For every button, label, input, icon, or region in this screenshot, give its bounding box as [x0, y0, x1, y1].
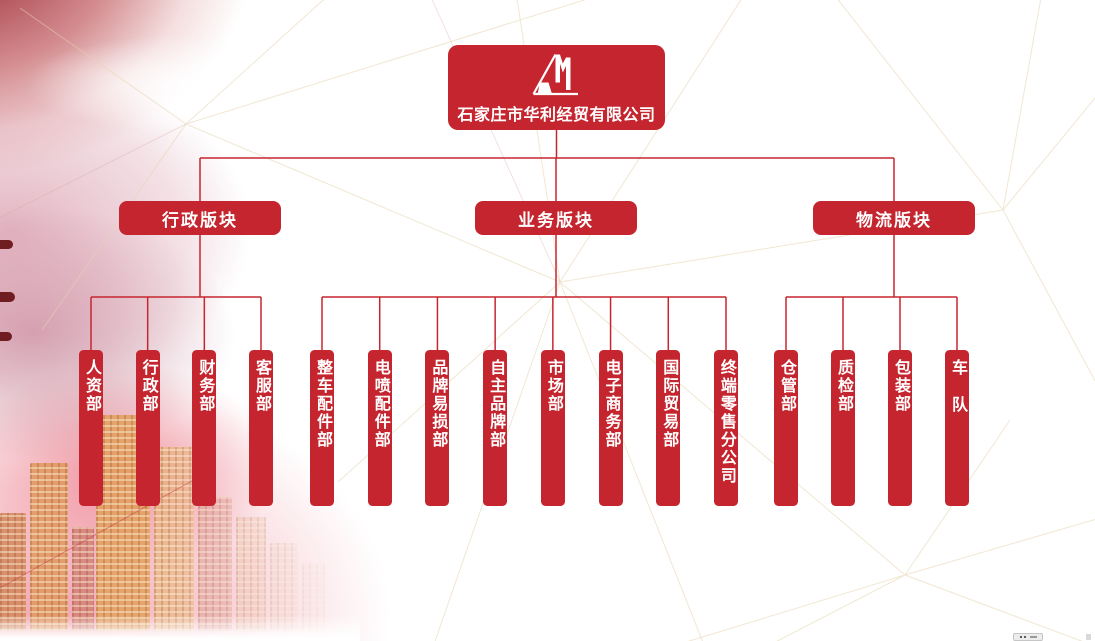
- department-node: 车 队: [945, 350, 969, 506]
- department-label: 国际贸易部: [660, 359, 678, 449]
- scrollbar-tick: [1086, 634, 1091, 640]
- department-label: 电喷配件部: [371, 359, 389, 449]
- department-node: 终端零售分公司: [713, 350, 738, 506]
- building-silhouette: [302, 563, 326, 631]
- department-label: 质检部: [835, 359, 852, 413]
- building-silhouette: [270, 543, 298, 631]
- group-header-logistics: 物流版块: [813, 201, 975, 235]
- department-node: 人资部: [79, 350, 103, 506]
- building-silhouette: [30, 463, 68, 631]
- department-node: 电子商务部: [598, 350, 623, 506]
- pagoda-roof-silhouette: [0, 292, 15, 302]
- department-node: 仓管部: [774, 350, 798, 506]
- department-node: 国际贸易部: [656, 350, 681, 506]
- building-silhouette: [0, 513, 26, 631]
- scrollbar-fragment[interactable]: [1013, 633, 1043, 641]
- department-label: 行政部: [139, 359, 157, 413]
- department-row-logistics: 仓管部 质检部 包装部 车 队: [774, 350, 969, 506]
- department-row-admin: 人资部 行政部 财务部 客服部: [79, 350, 273, 506]
- building-silhouette: [236, 517, 266, 631]
- group-header-label: 行政版块: [162, 210, 238, 230]
- department-node: 包装部: [888, 350, 912, 506]
- department-label: 客服部: [252, 359, 270, 413]
- department-label: 包装部: [892, 359, 909, 413]
- department-node: 质检部: [831, 350, 855, 506]
- department-label: 自主品牌部: [487, 359, 505, 449]
- company-name: 石家庄市华利经贸有限公司: [457, 107, 656, 124]
- department-label: 整车配件部: [314, 359, 331, 449]
- building-silhouette: [198, 497, 232, 631]
- company-logo-icon: [532, 53, 578, 96]
- department-label: 品牌易损部: [429, 359, 447, 449]
- department-node: 品牌易损部: [425, 350, 450, 506]
- background-fade: [0, 615, 360, 641]
- department-node: 客服部: [248, 350, 273, 506]
- department-label: 市场部: [544, 359, 562, 413]
- building-silhouette: [72, 527, 94, 631]
- department-label: 人资部: [83, 359, 100, 413]
- department-label: 电子商务部: [602, 359, 620, 449]
- department-node: 财务部: [192, 350, 217, 506]
- department-row-business: 整车配件部 电喷配件部 品牌易损部 自主品牌部 市场部 电子商务部 国际贸易部 终端零售分公司: [310, 350, 738, 506]
- company-root-node: 石家庄市华利经贸有限公司: [448, 45, 665, 130]
- department-node: 电喷配件部: [367, 350, 392, 506]
- pagoda-roof-silhouette: [0, 240, 13, 249]
- department-node: 行政部: [135, 350, 160, 506]
- department-node: 市场部: [540, 350, 565, 506]
- department-label: 财务部: [196, 359, 214, 413]
- department-label: 仓管部: [778, 359, 795, 413]
- department-node: 自主品牌部: [483, 350, 508, 506]
- pagoda-roof-silhouette: [0, 332, 12, 341]
- department-node: 整车配件部: [310, 350, 334, 506]
- group-header-label: 业务版块: [518, 210, 594, 230]
- department-label: 车 队: [949, 359, 966, 414]
- group-header-admin: 行政版块: [119, 201, 281, 235]
- group-header-business: 业务版块: [475, 201, 637, 235]
- group-header-label: 物流版块: [856, 210, 932, 230]
- department-label: 终端零售分公司: [717, 359, 735, 485]
